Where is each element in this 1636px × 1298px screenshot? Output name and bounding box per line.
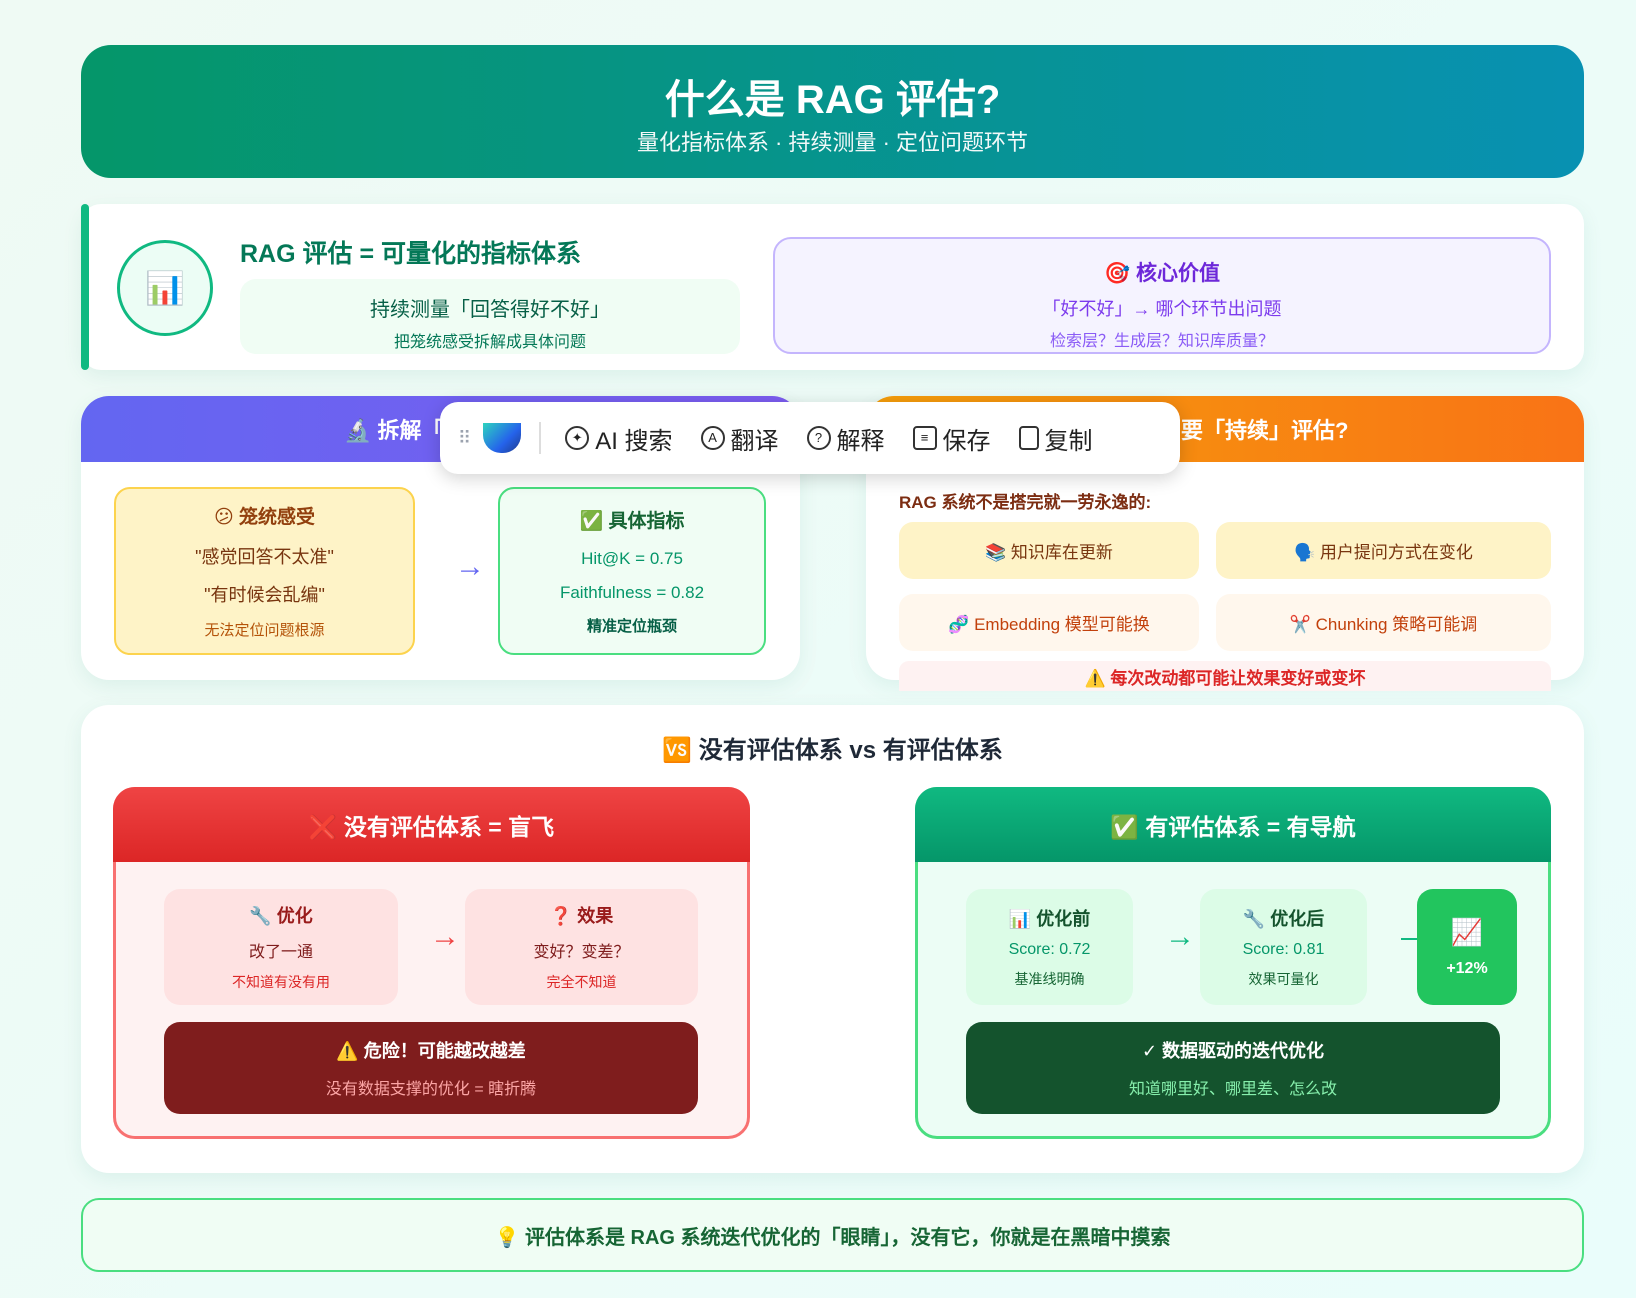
green-arrow-icon: → (1165, 920, 1195, 953)
danger-title: ⚠️ 危险！可能越改越差 (336, 1041, 526, 1061)
reason-kb-update: 📚 知识库在更新 (899, 522, 1199, 579)
copy-button[interactable]: 复制 (1018, 421, 1093, 456)
page-subtitle: 量化指标体系 · 持续测量 · 定位问题环节 (636, 130, 1029, 155)
ai-search-label: AI 搜索 (595, 427, 673, 455)
effect-line1: 变好？变差？ (533, 944, 630, 961)
before-score: Score: 0.72 (1008, 941, 1091, 958)
document-icon: ≡ (912, 426, 937, 450)
page-title: 什么是 RAG 评估? (664, 78, 1001, 122)
concrete-metrics-box: ✅ 具体指标 Hit@K = 0.75 Faithfulness = 0.82 … (498, 487, 766, 655)
core-value-title: 🎯 核心价值 (1104, 262, 1220, 285)
before-title: 📊 优化前 (1008, 909, 1091, 929)
save-label: 保存 (942, 427, 991, 455)
ai-search-button[interactable]: ✦AI 搜索 (565, 421, 673, 456)
copy-label: 复制 (1044, 427, 1093, 455)
concrete-note: 精准定位瓶颈 (586, 618, 677, 635)
copy-icon (1018, 426, 1039, 450)
trend-up-icon: 📈 (1450, 916, 1484, 947)
concrete-title: ✅ 具体指标 (579, 511, 685, 532)
translate-icon: A (700, 426, 725, 450)
effect-line2: 完全不知道 (546, 974, 617, 990)
optimize-line1: 改了一通 (248, 944, 313, 961)
data-driven-box: ✓ 数据驱动的迭代优化 知道哪里好、哪里差、怎么改 (966, 1022, 1500, 1114)
core-value-box: 🎯 核心价值 「好不好」→ 哪个环节出问题 检索层？生成层？知识库质量？ (773, 237, 1551, 354)
intro-line2: 把笼统感受拆解成具体问题 (393, 334, 586, 351)
vague-title: 😕 笼统感受 (213, 507, 316, 528)
connector-line (1401, 938, 1417, 940)
core-value-line1: 「好不好」→ 哪个环节出问题 (1042, 299, 1282, 319)
before-note: 基准线明确 (1014, 971, 1085, 987)
reason-query-change: 🗣️ 用户提问方式在变化 (1216, 522, 1551, 579)
red-arrow-icon: → (430, 920, 460, 953)
change-warning: ⚠️ 每次改动都可能让效果变好或变坏 (899, 661, 1551, 691)
reason-chunking: ✂️ Chunking 策略可能调 (1216, 594, 1551, 651)
page-header: 什么是 RAG 评估? 量化指标体系 · 持续测量 · 定位问题环节 (81, 45, 1584, 178)
drag-handle-icon[interactable]: ⠿ (458, 427, 471, 448)
intro-title: RAG 评估 = 可量化的指标体系 (240, 240, 581, 268)
vague-quote-1: "感觉回答不太准" (195, 547, 334, 567)
danger-box: ⚠️ 危险！可能越改越差 没有数据支撑的优化 = 瞎折腾 (164, 1022, 698, 1114)
intro-line1: 持续测量「回答得好不好」 (370, 299, 610, 321)
no-eval-header: ❌ 没有评估体系 = 盲飞 (113, 787, 750, 862)
explain-icon: ? (806, 426, 831, 450)
reason-embedding: 🧬 Embedding 模型可能换 (899, 594, 1199, 651)
after-box: 🔧 优化后 Score: 0.81 效果可量化 (1200, 889, 1367, 1005)
optimize-title: 🔧 优化 (249, 906, 313, 926)
gain-value: +12% (1446, 959, 1488, 977)
data-driven-subtitle: 知道哪里好、哪里差、怎么改 (1128, 1081, 1337, 1098)
save-button[interactable]: ≡保存 (912, 421, 991, 456)
explain-label: 解释 (836, 427, 885, 455)
metric-faithfulness: Faithfulness = 0.82 (559, 583, 705, 602)
gain-box: 📈 +12% (1417, 889, 1517, 1005)
data-driven-title: ✓ 数据驱动的迭代优化 (1141, 1041, 1325, 1061)
arrow-icon: → (455, 550, 485, 583)
accent-bar (81, 204, 89, 370)
footer-note: 💡 评估体系是 RAG 系统迭代优化的「眼睛」，没有它，你就是在黑暗中摸索 (81, 1198, 1584, 1272)
compare-title: 🆚 没有评估体系 vs 有评估体系 (662, 737, 1003, 764)
effect-box: ❓ 效果 变好？变差？ 完全不知道 (465, 889, 698, 1005)
ai-search-icon: ✦ (565, 426, 590, 450)
translate-label: 翻译 (730, 427, 779, 455)
after-note: 效果可量化 (1248, 971, 1319, 987)
chart-icon: 📊 (117, 240, 213, 336)
optimize-line2: 不知道有没有用 (232, 974, 330, 990)
continuous-label: RAG 系统不是搭完就一劳永逸的: (899, 493, 1152, 512)
toolbar-divider (539, 422, 542, 454)
metric-hitk: Hit@K = 0.75 (581, 549, 683, 568)
vague-quote-2: "有时候会乱编" (204, 585, 325, 605)
effect-title: ❓ 效果 (549, 906, 614, 926)
danger-subtitle: 没有数据支撑的优化 = 瞎折腾 (325, 1081, 537, 1098)
after-score: Score: 0.81 (1242, 941, 1325, 958)
optimize-box: 🔧 优化 改了一通 不知道有没有用 (164, 889, 398, 1005)
after-title: 🔧 优化后 (1242, 909, 1325, 929)
with-eval-header: ✅ 有评估体系 = 有导航 (915, 787, 1551, 862)
core-value-line2: 检索层？生成层？知识库质量？ (1049, 333, 1274, 350)
app-logo-icon (483, 423, 522, 453)
vague-note: 无法定位问题根源 (204, 622, 325, 639)
intro-box: 持续测量「回答得好不好」 把笼统感受拆解成具体问题 (240, 279, 740, 354)
vague-feeling-box: 😕 笼统感受 "感觉回答不太准" "有时候会乱编" 无法定位问题根源 (114, 487, 415, 655)
before-box: 📊 优化前 Score: 0.72 基准线明确 (966, 889, 1133, 1005)
explain-button[interactable]: ?解释 (806, 421, 885, 456)
